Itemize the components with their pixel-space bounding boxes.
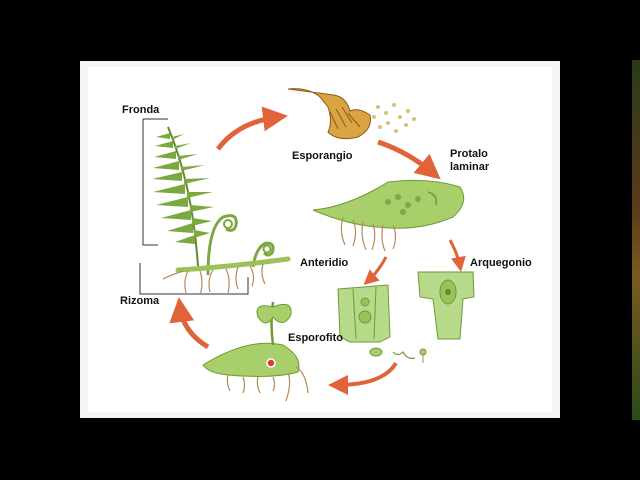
fern-life-cycle-diagram: [88, 67, 552, 412]
label-protalo-laminar: Protalo laminar: [450, 148, 489, 174]
diagram-panel: Fronda Esporangio Protalo laminar Anteri…: [88, 67, 552, 412]
archegonium-illustration: [418, 272, 474, 339]
arrow-fertilization-to-esporofito: [336, 363, 396, 385]
arrow-protalo-to-anteridio: [368, 257, 386, 281]
antheridium-illustration: [338, 285, 390, 342]
sporangium-illustration: [288, 89, 416, 139]
label-esporofito: Esporofito: [288, 332, 343, 345]
slide-frame: Fronda Esporangio Protalo laminar Anteri…: [80, 61, 560, 418]
label-esporangio: Esporangio: [292, 150, 353, 163]
young-sporophyte-illustration: [203, 302, 308, 401]
background-edge-strip: [632, 60, 640, 420]
embryo-illustration: [370, 348, 426, 363]
label-arquegonio: Arquegonio: [470, 257, 532, 270]
arrow-esporofito-to-rizoma: [180, 307, 208, 347]
arrow-fronda-to-esporangio: [218, 117, 278, 149]
fern-frond-illustration: [152, 127, 288, 295]
prothallus-illustration: [313, 180, 464, 251]
arrow-esporangio-to-protalo: [378, 142, 433, 173]
label-anteridio: Anteridio: [300, 257, 348, 270]
label-rizoma: Rizoma: [120, 295, 159, 308]
label-fronda: Fronda: [122, 104, 159, 117]
arrow-protalo-to-arquegonio: [450, 240, 460, 266]
